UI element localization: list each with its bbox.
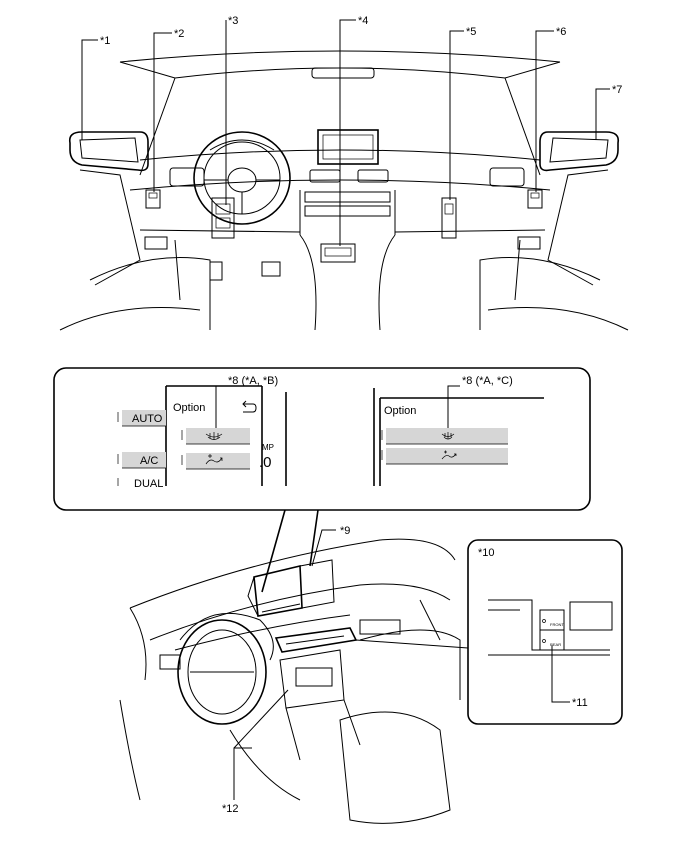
top-leader-lines [81,19,610,246]
callout-9: *9 [340,525,350,537]
callout-7: *7 [612,84,622,96]
callout-10: *10 [478,547,495,559]
callout-4: *4 [358,15,368,27]
callout-8-c: *8 (*A, *C) [462,375,513,387]
callout-8-b: *8 (*A, *B) [228,375,278,387]
switch-inset-box [467,539,623,725]
screen-c-title: Option [384,405,416,417]
cabin-overview [59,50,629,331]
air-recirculation-icon [205,454,223,465]
partial-temp-value: .0 [259,454,272,471]
partial-temp-label: MP [262,443,274,452]
rear-defogger-icon [441,432,455,440]
callout-2: *2 [174,28,184,40]
front-defogger-label: FRONT [550,622,564,627]
callout-5: *5 [466,26,476,38]
screen-b [117,385,287,486]
screen-c [373,388,544,486]
auto-button-label: AUTO [132,413,163,425]
callout-11: *11 [572,697,588,709]
return-arrow-icon [242,400,257,413]
ac-button-label: A/C [140,455,158,467]
rear-defogger-icon [205,432,223,440]
screen-b-title: Option [173,402,205,414]
screen-detail-box [53,367,591,593]
dashboard-perspective [119,538,461,824]
callout-6: *6 [556,26,566,38]
callout-1: *1 [100,35,110,47]
dual-button-label: DUAL [134,478,163,490]
callout-12: *12 [222,803,239,815]
rear-defogger-label: REAR [550,642,561,647]
air-recirculation-icon [441,450,457,460]
callout-3: *3 [228,15,238,27]
